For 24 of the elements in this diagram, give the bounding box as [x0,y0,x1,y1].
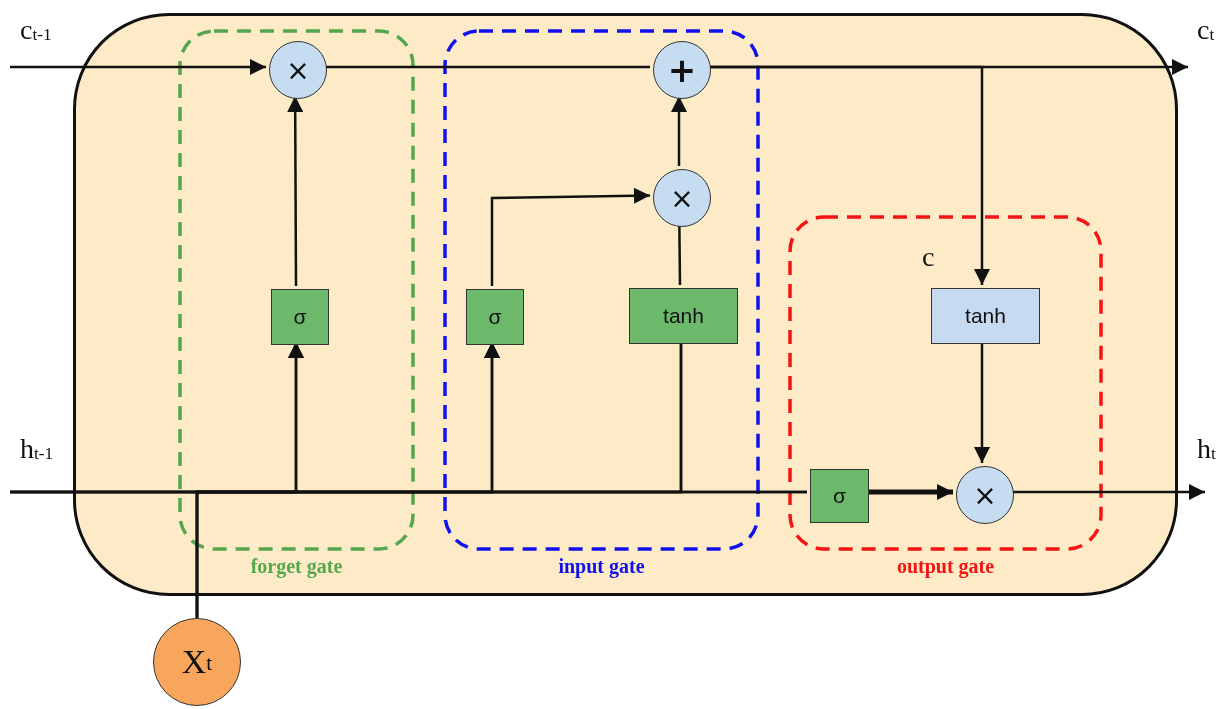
gate-label: forget gate [249,555,344,578]
activation-box: tanh [629,288,738,344]
activation-box: σ [810,469,869,523]
arrow [10,59,266,75]
arrow [671,96,687,166]
arrow [490,187,650,286]
arrow [974,341,990,463]
connector-line [678,224,682,285]
arrow [1011,484,1205,500]
arrow [708,65,990,285]
state-label: c [922,243,935,271]
arrow [866,484,953,500]
connector-line [324,65,650,69]
operator-circle: × [269,41,327,99]
connector-line [195,490,807,618]
operator-circle: × [653,169,711,227]
activation-box: σ [271,289,329,345]
activation-box: σ [466,289,524,345]
gate-label: input gate [557,555,646,578]
operator-circle: × [956,466,1014,524]
lstm-cell [73,13,1178,596]
operator-circle: + [653,41,711,99]
gate-label: output gate [895,555,996,578]
arrow [287,96,304,286]
